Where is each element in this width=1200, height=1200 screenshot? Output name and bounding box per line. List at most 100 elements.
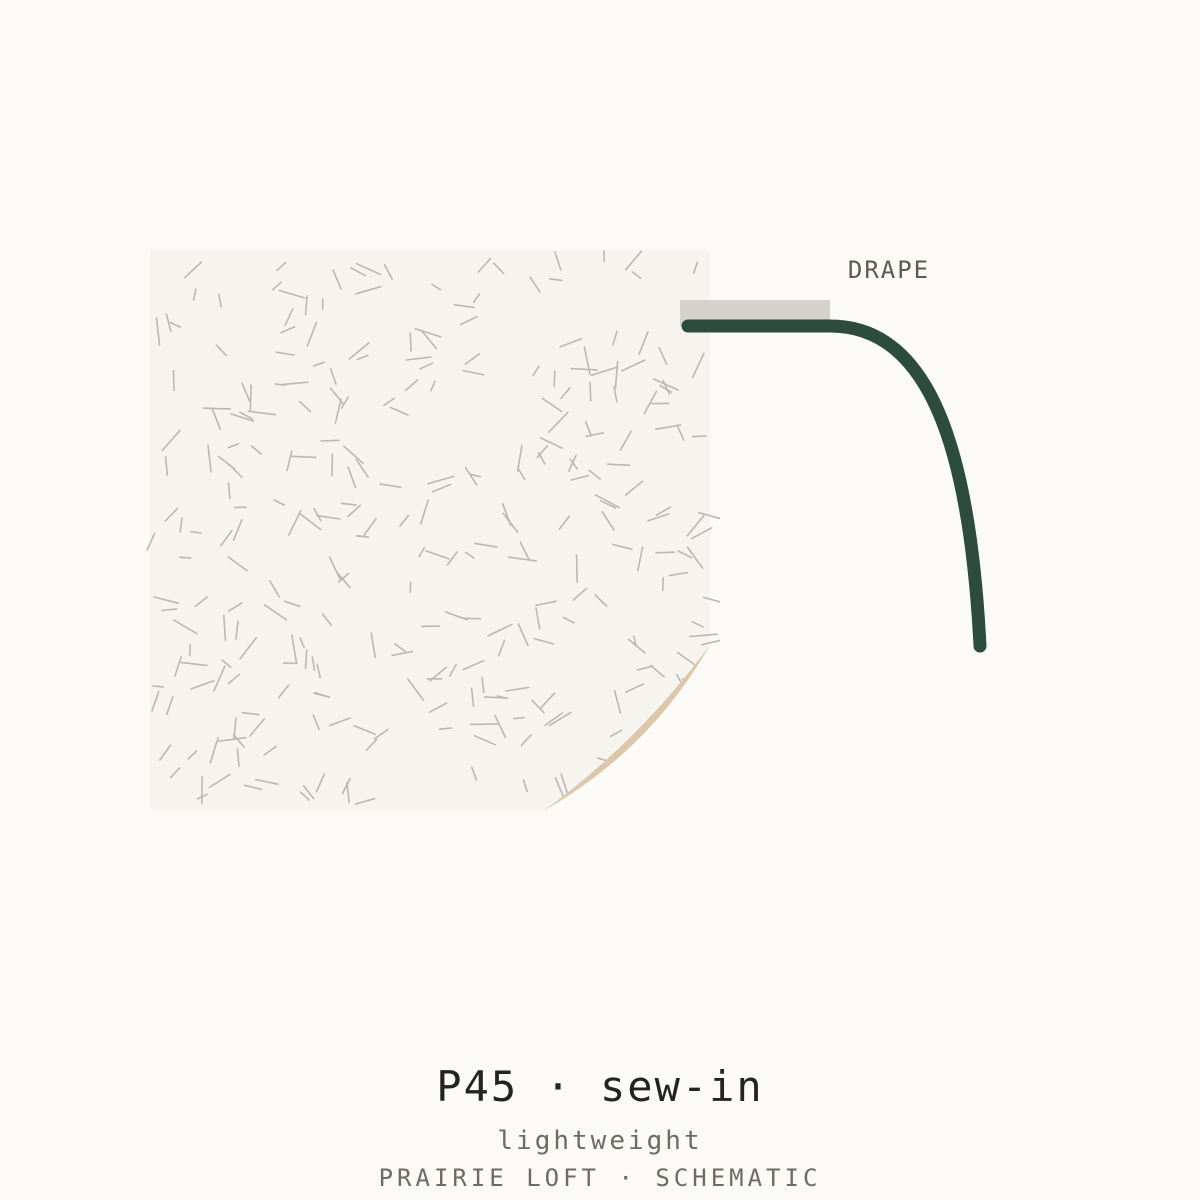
- fiber-strand: [302, 784, 315, 800]
- fiber-strand: [562, 616, 575, 624]
- fiber-strand: [686, 546, 704, 570]
- fiber-strand: [462, 369, 485, 376]
- fiber-strand: [202, 407, 232, 410]
- fiber-strand: [254, 778, 279, 786]
- fiber-strand: [599, 499, 617, 509]
- fiber-texture: [146, 250, 720, 806]
- fiber-strand: [588, 469, 602, 481]
- fiber-strand: [179, 556, 192, 559]
- fiber-strand: [559, 337, 583, 348]
- fiber-strand: [531, 699, 545, 714]
- fiber-strand: [589, 381, 592, 402]
- fiber-strand: [638, 331, 649, 355]
- fiber-strand: [320, 439, 340, 442]
- fiber-strand: [464, 353, 481, 365]
- fiber-strand: [691, 352, 705, 379]
- fiber-strand: [691, 620, 704, 628]
- fiber-strand: [299, 791, 310, 801]
- fiber-strand: [312, 714, 320, 731]
- fiber-strand: [289, 455, 317, 459]
- fiber-strand: [218, 293, 222, 308]
- fiber-strand: [533, 637, 555, 645]
- fiber-strand: [355, 534, 370, 538]
- fiber-strand: [232, 734, 245, 748]
- fiber-strand: [155, 316, 161, 346]
- fiber-strand: [298, 400, 312, 413]
- fiber-strand: [692, 261, 699, 275]
- fiber-strand: [420, 329, 438, 350]
- fiber-strand: [534, 600, 557, 607]
- fiber-strand: [520, 734, 532, 747]
- fiber-strand: [477, 257, 492, 273]
- fiber-strand: [217, 455, 236, 470]
- fiber-strand: [459, 315, 478, 326]
- fiber-strand: [370, 632, 377, 659]
- page-curl-cutout: [545, 645, 710, 810]
- fiber-strand: [399, 514, 410, 527]
- fiber-strand: [328, 556, 341, 580]
- fiber-strand: [612, 543, 633, 551]
- fiber-strand: [159, 744, 172, 761]
- fiber-strand: [697, 511, 720, 520]
- fiber-strand: [444, 611, 469, 621]
- fiber-strand: [151, 685, 165, 688]
- fiber-strand: [414, 327, 442, 338]
- fiber-strand: [169, 321, 182, 328]
- fiber-strand: [519, 541, 531, 561]
- fiber-strand: [315, 773, 326, 793]
- fiber-strand: [472, 293, 481, 304]
- fiber-strand: [427, 475, 455, 485]
- fiber-strand: [548, 277, 563, 282]
- fiber-strand: [174, 655, 182, 677]
- fiber-strand: [544, 712, 564, 727]
- fiber-strand: [609, 729, 623, 738]
- fiber-strand: [379, 483, 402, 489]
- fiber-strand: [340, 502, 357, 506]
- fiber-strand: [290, 634, 298, 664]
- fiber-strand: [221, 659, 232, 669]
- fiber-strand: [347, 466, 357, 489]
- fiber-strand: [647, 513, 670, 522]
- fiber-strand: [584, 420, 593, 437]
- fiber-strand: [194, 596, 209, 608]
- fiber-strand: [624, 480, 644, 496]
- fiber-strand: [180, 661, 208, 667]
- fiber-strand: [169, 767, 181, 779]
- fiber-strand: [418, 546, 426, 558]
- fiber-strand: [613, 385, 618, 403]
- fiber-strand: [619, 430, 632, 451]
- fiber-strand: [348, 341, 370, 360]
- fiber-strand: [636, 665, 654, 671]
- fiber-strand: [612, 330, 618, 346]
- fiber-strand: [304, 294, 308, 316]
- fiber-strand: [263, 745, 278, 756]
- fiber-strand: [363, 517, 377, 536]
- fiber-strand: [355, 458, 369, 478]
- fiber-strand: [161, 429, 181, 452]
- fiber-strand: [208, 773, 231, 789]
- fiber-strand: [146, 532, 156, 551]
- fiber-strand: [404, 379, 419, 392]
- fiber-strand: [590, 366, 619, 377]
- fiber-strand: [462, 659, 485, 671]
- fiber-strand: [220, 529, 233, 547]
- fiber-strand: [215, 344, 228, 357]
- fiber-strand: [558, 515, 571, 531]
- fiber-strand: [448, 663, 458, 677]
- fiber-strand: [516, 444, 523, 473]
- fiber-strand: [481, 676, 485, 694]
- fiber-strand: [464, 466, 478, 486]
- fiber-strand: [517, 468, 526, 481]
- fiber-strand: [383, 263, 394, 280]
- fiber-strand: [429, 380, 436, 392]
- fiber-strand: [453, 303, 476, 309]
- fiber-strand: [164, 455, 169, 476]
- fiber-strand: [658, 346, 668, 365]
- fiber-strand: [276, 261, 287, 272]
- fiber-strand: [151, 690, 160, 712]
- fiber-strand: [522, 779, 529, 793]
- fiber-strand: [391, 650, 414, 657]
- fiber-strand: [172, 369, 175, 392]
- fiber-strand: [554, 251, 562, 271]
- fiber-strand: [273, 499, 286, 506]
